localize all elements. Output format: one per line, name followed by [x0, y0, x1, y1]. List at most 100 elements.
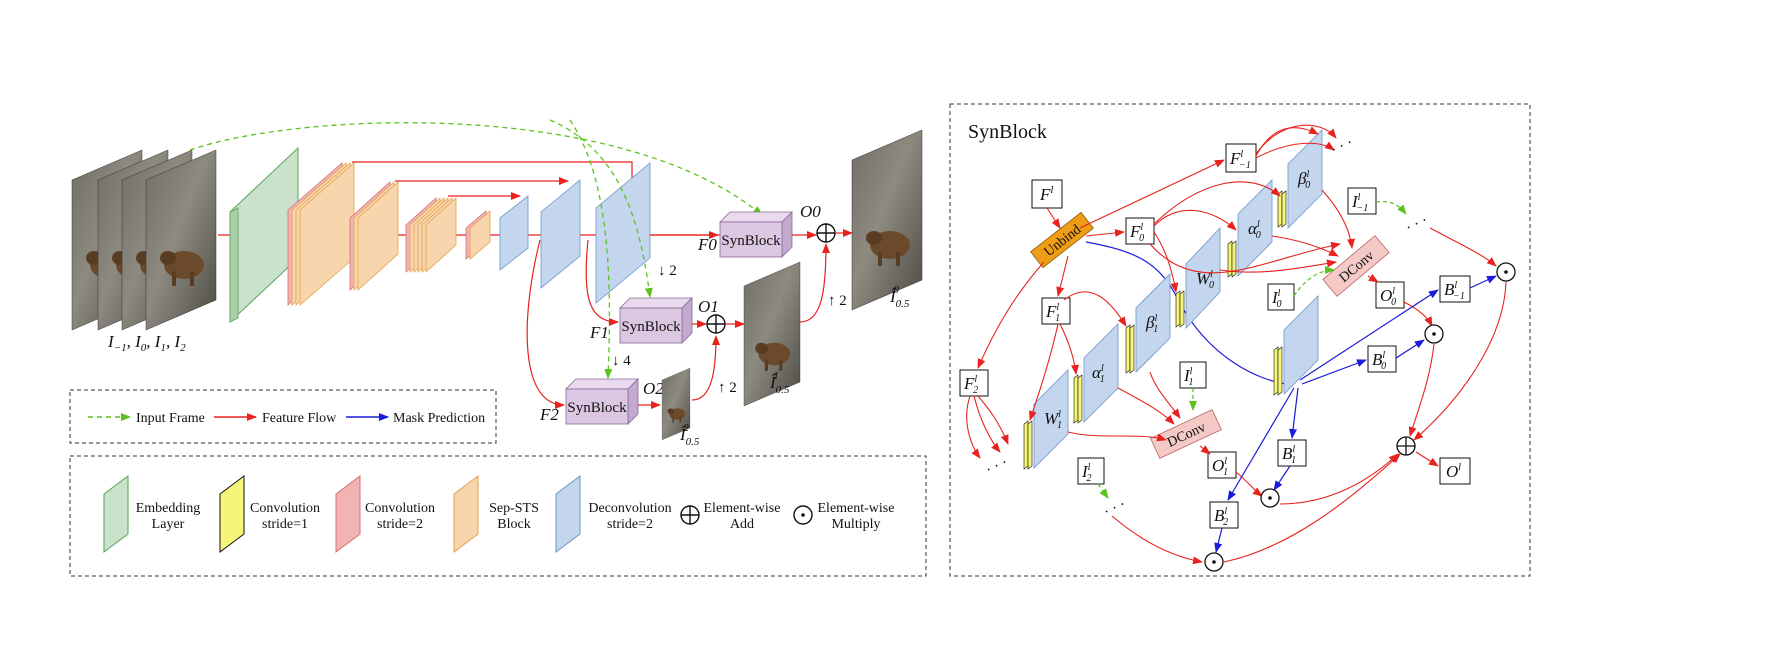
legend-conv1-line1: Convolution [250, 501, 320, 516]
O2-label: O2 [643, 379, 664, 398]
F0-box [1125, 217, 1155, 245]
legend-deconv-line1: Deconvolution [588, 501, 671, 516]
legend-conv2-line1: Convolution [365, 501, 435, 516]
Ol-label: Ol [1446, 462, 1461, 481]
legend-add-icon [680, 505, 700, 525]
encoder-stage-4 [465, 210, 491, 260]
I2-box [1077, 457, 1105, 485]
F2-box [959, 369, 989, 397]
I0-box [1267, 283, 1295, 311]
B1-box [1277, 439, 1307, 467]
input-frame-4 [145, 149, 217, 331]
Fl-label: Fl [1039, 184, 1053, 204]
block-legend: Embedding Layer Convolution stride=1 Con… [69, 455, 927, 577]
legend-conv1-swatch [219, 475, 245, 553]
encoder-stage-1 [287, 162, 355, 306]
input-frame-arrow-1 [549, 119, 653, 298]
synblock-0: SynBlock [719, 211, 793, 258]
ellipsis-bottom: · · · [1101, 497, 1128, 521]
legend-multiply-line2: Multiply [831, 517, 880, 532]
I-1-box [1347, 187, 1377, 215]
svg-text:βl1: βl1 [1145, 313, 1158, 335]
F0-label: F0 [697, 235, 717, 254]
input-frame-legend-label: Input Frame [136, 411, 205, 426]
svg-text:αl0: αl0 [1248, 219, 1261, 241]
synblock-0-label: SynBlock [721, 233, 781, 249]
multiply-node-c [1260, 488, 1280, 508]
legend-sts-line2: Block [497, 517, 530, 532]
F2-label: F2 [539, 405, 559, 424]
legend-embedding-swatch [103, 475, 129, 553]
svg-text:Wl1: Wl1 [1044, 409, 1062, 431]
down4-label: ↓ 4 [612, 353, 631, 369]
input-frames [71, 149, 217, 331]
svg-text:Wl0: Wl0 [1196, 269, 1214, 291]
upsample-2-to-1 [691, 335, 720, 401]
unbind-block: Unbind [1030, 211, 1094, 269]
legend-multiply-icon [793, 505, 813, 525]
legend-add-line1: Element-wise [704, 501, 781, 516]
synblock-panel-frame [949, 103, 1531, 577]
legend-sts-line1: Sep-STS [489, 501, 539, 516]
synblock-panel-title: SynBlock [968, 121, 1047, 143]
add-node-0 [816, 223, 836, 243]
B-1-box [1439, 275, 1471, 303]
ellipsis-left: · · · [983, 455, 1010, 479]
flow-to-synblock-2 [526, 239, 565, 409]
mask-stack [1273, 295, 1319, 396]
multiply-node-d [1204, 552, 1224, 572]
legend-embedding-line1: Embedding [136, 501, 201, 516]
encoder-stage-3 [405, 197, 457, 273]
O0-box [1375, 281, 1405, 309]
legend-sts-swatch [453, 475, 479, 553]
legend-conv1-line2: stride=1 [262, 517, 308, 532]
legend-multiply-line1: Element-wise [818, 501, 895, 516]
svg-text:βl0: βl0 [1297, 169, 1310, 191]
multiply-node-a [1496, 262, 1516, 282]
dconv-1: DConv [1150, 409, 1222, 459]
legend-deconv-swatch [555, 475, 581, 553]
synblock-1-label: SynBlock [621, 319, 681, 335]
flow-to-synblock-1 [585, 239, 619, 326]
legend-embedding-line2: Layer [152, 517, 185, 532]
multiply-node-b [1424, 324, 1444, 344]
feature-flow-legend-label: Feature Flow [262, 411, 337, 426]
mask-prediction-legend-label: Mask Prediction [393, 411, 485, 426]
up2-label-b: ↑ 2 [828, 293, 847, 309]
decoder-block-3 [595, 162, 651, 304]
input-frame-arrow-2 [569, 119, 613, 379]
synblock-2-label: SynBlock [567, 400, 627, 416]
F1-box [1041, 297, 1071, 325]
add-node-1 [706, 314, 726, 334]
add-node-final [1396, 436, 1416, 456]
O0-label: O0 [800, 202, 821, 221]
decoder-block-2 [540, 179, 581, 289]
ellipsis-right: · · · [1403, 213, 1430, 237]
upsample-1-to-0 [799, 243, 830, 323]
legend-conv2-line2: stride=2 [377, 517, 423, 532]
decoder-block-1 [499, 195, 529, 271]
flow-legend: Input Frame Feature Flow Mask Prediction [69, 389, 497, 444]
legend-add-line2: Add [730, 517, 754, 532]
O1-box [1207, 451, 1237, 479]
up2-label-a: ↑ 2 [718, 380, 737, 396]
synblock-2: SynBlock [565, 378, 639, 425]
encoder-stage-2 [349, 181, 399, 291]
